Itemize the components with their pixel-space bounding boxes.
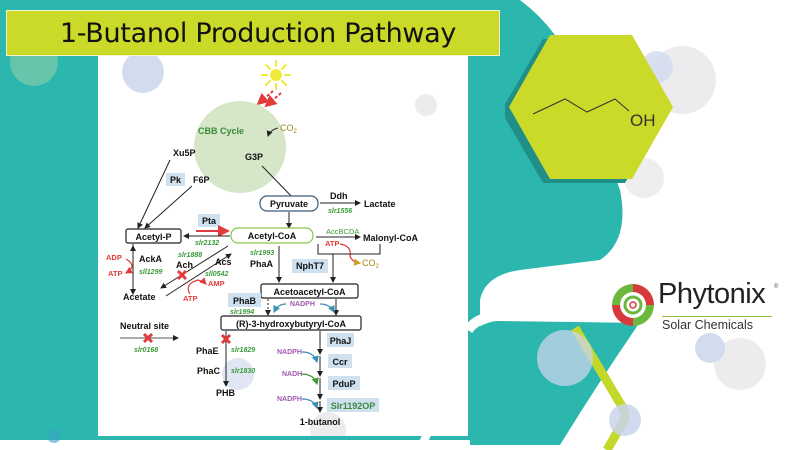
- phaj-label: PhaJ: [330, 336, 352, 346]
- butanol-skeletal-structure: [532, 98, 630, 115]
- pdup-enzyme-box: [328, 376, 360, 390]
- atp-acs-label: ATP: [183, 294, 197, 303]
- acs-label: Acs: [215, 257, 232, 267]
- ccr-label: Ccr: [332, 357, 348, 367]
- accbcda-label: AccBCDA: [326, 227, 359, 236]
- cbb-cycle-label: CBB Cycle: [198, 126, 244, 136]
- npht7-label: NphT7: [296, 261, 324, 271]
- sun-icon: [261, 60, 291, 90]
- slr1829-label: slr1829: [231, 347, 255, 354]
- deco-circle: [537, 330, 593, 386]
- slr0168-label: slr0168: [134, 347, 158, 354]
- pta-enzyme-box: [198, 214, 220, 227]
- white-gap-curve: [463, 310, 651, 334]
- adp-label: ADP: [106, 253, 122, 262]
- oh-label: OH: [630, 111, 656, 130]
- amp-label: AMP: [208, 279, 225, 288]
- acetyl-p-node: [125, 228, 182, 244]
- ccr-enzyme-box: [328, 354, 352, 368]
- acetyl-coa-node: [230, 227, 314, 244]
- acetoacetyl-coa-label: Acetoacetyl-CoA: [273, 287, 346, 297]
- phytonix-swirl-icon: [612, 284, 654, 326]
- slr2132-label: slr2132: [195, 240, 219, 247]
- slr1830-label: slr1830: [231, 368, 255, 375]
- pyruvate-node: [259, 195, 319, 212]
- phac-label: PhaC: [197, 366, 221, 376]
- g3p-label: G3P: [245, 152, 263, 162]
- atp-ackA-label: ATP: [108, 269, 122, 278]
- deco-circle: [122, 51, 164, 93]
- deco-circle: [415, 94, 437, 116]
- lactate-label: Lactate: [364, 199, 396, 209]
- slr1192op-label: Slr1192OP: [331, 401, 376, 411]
- butanol-label: 1-butanol: [300, 417, 341, 427]
- deco-circle: [222, 358, 254, 390]
- nadh-label: NADH: [282, 371, 302, 378]
- deco-circle: [695, 333, 725, 363]
- phab-enzyme-box: [228, 293, 261, 307]
- ach-label: Ach: [176, 260, 193, 270]
- slr1556-label: slr1556: [328, 208, 352, 215]
- sll0542-label: sll0542: [205, 271, 228, 278]
- pk-label: Pk: [170, 175, 182, 185]
- phaa-label: PhaA: [250, 259, 274, 269]
- atp-label: ATP: [325, 239, 339, 248]
- cbb-cycle-circle: [194, 101, 286, 193]
- molecule-hexagon: OH: [505, 35, 673, 183]
- hydroxybutyryl-coa-node: [220, 315, 362, 331]
- light-arrow: [256, 90, 274, 106]
- acka-label: AckA: [139, 254, 163, 264]
- acetoacetyl-coa-node: [260, 283, 359, 299]
- pyruvate-label: Pyruvate: [270, 199, 308, 209]
- sll1299-label: sll1299: [139, 269, 162, 276]
- hydroxybutyryl-coa-label: (R)-3-hydroxybutyryl-CoA: [236, 319, 347, 329]
- pk-enzyme-box: [166, 173, 185, 186]
- neutral-site-label: Neutral site: [120, 321, 169, 331]
- deco-circle: [609, 404, 641, 436]
- slr1993-label: slr1993: [250, 250, 274, 257]
- phb-label: PHB: [216, 388, 236, 398]
- slide-title: 1-Butanol Production Pathway: [59, 18, 457, 49]
- logo-divider: [662, 316, 772, 317]
- deco-circle: [714, 338, 766, 390]
- knockout-x-icon: [220, 333, 232, 345]
- acetyl-p-label: Acetyl-P: [135, 232, 171, 242]
- acetate-label: Acetate: [123, 292, 156, 302]
- knockout-x-icon: [142, 332, 154, 344]
- phae-label: PhaE: [196, 346, 219, 356]
- slr1888-label: slr1888: [178, 252, 202, 259]
- pta-label: Pta: [202, 216, 217, 226]
- npht7-enzyme-box: [292, 259, 328, 273]
- nadph-phab-label: NADPH: [290, 301, 315, 308]
- malonyl-coa-label: Malonyl-CoA: [363, 233, 418, 243]
- co2-input-arrow: [266, 127, 279, 137]
- knockout-x-icon: [176, 269, 188, 281]
- light-arrow: [264, 92, 282, 108]
- pathway-diagram-panel: CBB Cycle CO2 Xu5P G3P F6P Pk Pyruvate D…: [98, 51, 468, 448]
- slr1994-label: slr1994: [230, 309, 254, 316]
- phab-label: PhaB: [233, 296, 257, 306]
- logo-tagline: Solar Chemicals: [662, 318, 754, 332]
- phaj-enzyme-box: [327, 333, 354, 347]
- co2-output-label: CO2: [362, 258, 380, 270]
- ddh-label: Ddh: [330, 191, 348, 201]
- deco-circle: [47, 429, 61, 443]
- xu5p-label: Xu5P: [173, 148, 196, 158]
- hexagon-shape: [509, 35, 673, 179]
- f6p-label: F6P: [193, 175, 210, 185]
- nadph-ccr-label: NADPH: [277, 349, 302, 356]
- slr1192op-enzyme-box: [327, 398, 379, 412]
- registered-mark: ®: [774, 284, 779, 290]
- co2-input-label: CO2: [280, 123, 298, 135]
- pathway-diagram: CBB Cycle CO2 Xu5P G3P F6P Pk Pyruvate D…: [106, 51, 437, 448]
- logo-name: Phytonix: [658, 278, 766, 310]
- phytonix-logo: Phytonix ® Solar Chemicals: [610, 278, 790, 342]
- acetyl-coa-label: Acetyl-CoA: [248, 231, 297, 241]
- title-banner: 1-Butanol Production Pathway: [6, 10, 500, 56]
- nadph-slr-label: NADPH: [277, 396, 302, 403]
- pdup-label: PduP: [332, 379, 355, 389]
